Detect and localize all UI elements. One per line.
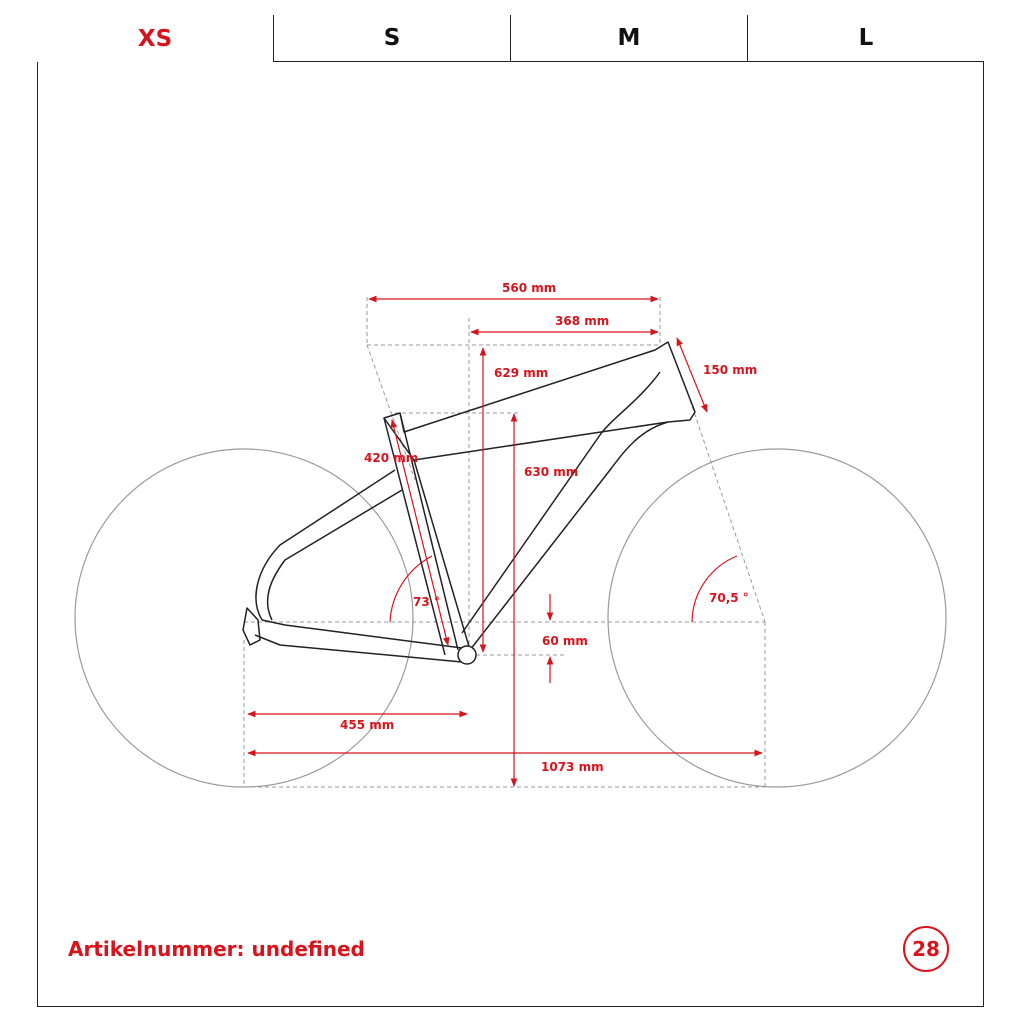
seat-stay <box>255 469 403 621</box>
page-number-badge: 28 <box>903 926 949 972</box>
dim-seat-angle: 73 ° <box>413 595 440 609</box>
dim-reach: 368 mm <box>555 314 609 328</box>
guide-lines <box>243 297 766 788</box>
dimension-lines <box>247 295 763 787</box>
bottom-bracket <box>457 645 477 665</box>
tab-size-m[interactable]: M <box>510 15 747 62</box>
head-angle-arc <box>691 555 738 623</box>
tab-size-l[interactable]: L <box>747 15 984 62</box>
dim-bb-drop: 60 mm <box>542 634 588 648</box>
dim-wheelbase: 1073 mm <box>541 760 604 774</box>
top-tube <box>383 341 696 461</box>
front-wheel <box>607 448 947 788</box>
rear-wheel <box>74 448 414 788</box>
rear-dropout <box>242 607 261 646</box>
dim-head-tube: 150 mm <box>703 363 757 377</box>
tab-size-xs[interactable]: XS <box>37 15 273 62</box>
tab-size-s[interactable]: S <box>273 15 510 62</box>
chain-stay <box>254 619 463 663</box>
size-tabs: XS S M L <box>37 15 984 62</box>
page-frame <box>37 15 984 1007</box>
dim-chainstay: 455 mm <box>340 718 394 732</box>
dim-seat-tube: 420 mm <box>364 451 418 465</box>
dim-stack: 629 mm <box>494 366 548 380</box>
down-tube <box>461 371 669 651</box>
dim-reach-total: 560 mm <box>502 281 556 295</box>
article-label: Artikelnummer: <box>68 937 245 961</box>
dim-standover: 630 mm <box>524 465 578 479</box>
dim-head-angle: 70,5 ° <box>709 591 749 605</box>
article-value: undefined <box>251 937 365 961</box>
article-number: Artikelnummer: undefined <box>68 937 365 961</box>
